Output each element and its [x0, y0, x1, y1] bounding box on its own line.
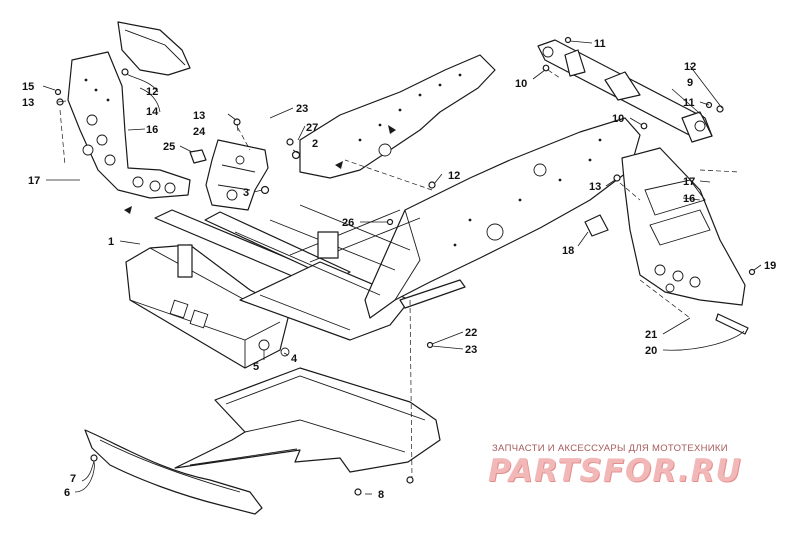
callout-11b: 11: [683, 97, 695, 109]
right-footrest-strip: [715, 313, 749, 335]
callout-4: 4: [291, 353, 298, 365]
callout-7: 7: [70, 473, 76, 485]
callout-25: 25: [163, 141, 175, 153]
callout-16a: 16: [146, 124, 158, 136]
callout-18: 18: [562, 245, 574, 257]
left-upper-bracket: [117, 21, 191, 76]
tunnel-side-left: [299, 54, 496, 179]
callout-12c: 12: [684, 61, 696, 73]
tunnel-side-right: [364, 117, 641, 319]
callout-13b: 13: [193, 110, 205, 122]
callout-22: 22: [465, 327, 477, 339]
callout-23b: 23: [465, 344, 477, 356]
callout-24: 24: [193, 126, 206, 138]
front-skid-plate: [84, 429, 263, 515]
callout-5: 5: [253, 361, 259, 373]
callout-15: 15: [22, 81, 34, 93]
watermark-logo: PARTSFOR.RU: [488, 453, 742, 489]
tunnel-rails: [154, 209, 411, 341]
callout-6: 6: [64, 487, 70, 499]
callout-11a: 11: [594, 38, 606, 50]
callout-23a: 23: [296, 103, 308, 115]
callout-17b: 17: [683, 176, 695, 188]
callout-13a: 13: [22, 97, 34, 109]
callout-8: 8: [378, 489, 384, 501]
callout-1: 1: [108, 236, 114, 248]
hardware: [54, 36, 756, 496]
callout-27: 27: [306, 122, 318, 134]
callout-21: 21: [645, 329, 657, 341]
callout-20: 20: [645, 345, 657, 357]
callout-9: 9: [687, 77, 693, 89]
callouts: 1 2 3 4 5 6 7 8 9 10 10 11 11 12 12 12 1…: [22, 38, 776, 501]
center-mount-bracket: [205, 139, 269, 211]
callout-2: 2: [312, 138, 318, 150]
right-footrest: [621, 147, 746, 306]
callout-17a: 17: [28, 175, 40, 187]
callout-16b: 16: [683, 193, 695, 205]
left-footrest: [67, 51, 191, 199]
skid-plate: [174, 367, 441, 473]
callout-10b: 10: [612, 113, 624, 125]
callout-12a: 12: [448, 170, 460, 182]
watermark-subtitle: ЗАПЧАСТИ И АКСЕССУАРЫ ДЛЯ МОТОТЕХНИКИ: [492, 443, 728, 454]
callout-12b: 12: [146, 86, 158, 98]
callout-13c: 13: [589, 181, 601, 193]
steering-post: [537, 39, 713, 143]
cross-members: [177, 204, 421, 296]
callout-19: 19: [764, 260, 776, 272]
alignment-lines: [59, 69, 741, 479]
callout-26: 26: [342, 217, 354, 229]
leader-lines: [42, 40, 762, 495]
callout-14: 14: [146, 106, 159, 118]
callout-3: 3: [243, 187, 249, 199]
callout-10a: 10: [515, 78, 527, 90]
